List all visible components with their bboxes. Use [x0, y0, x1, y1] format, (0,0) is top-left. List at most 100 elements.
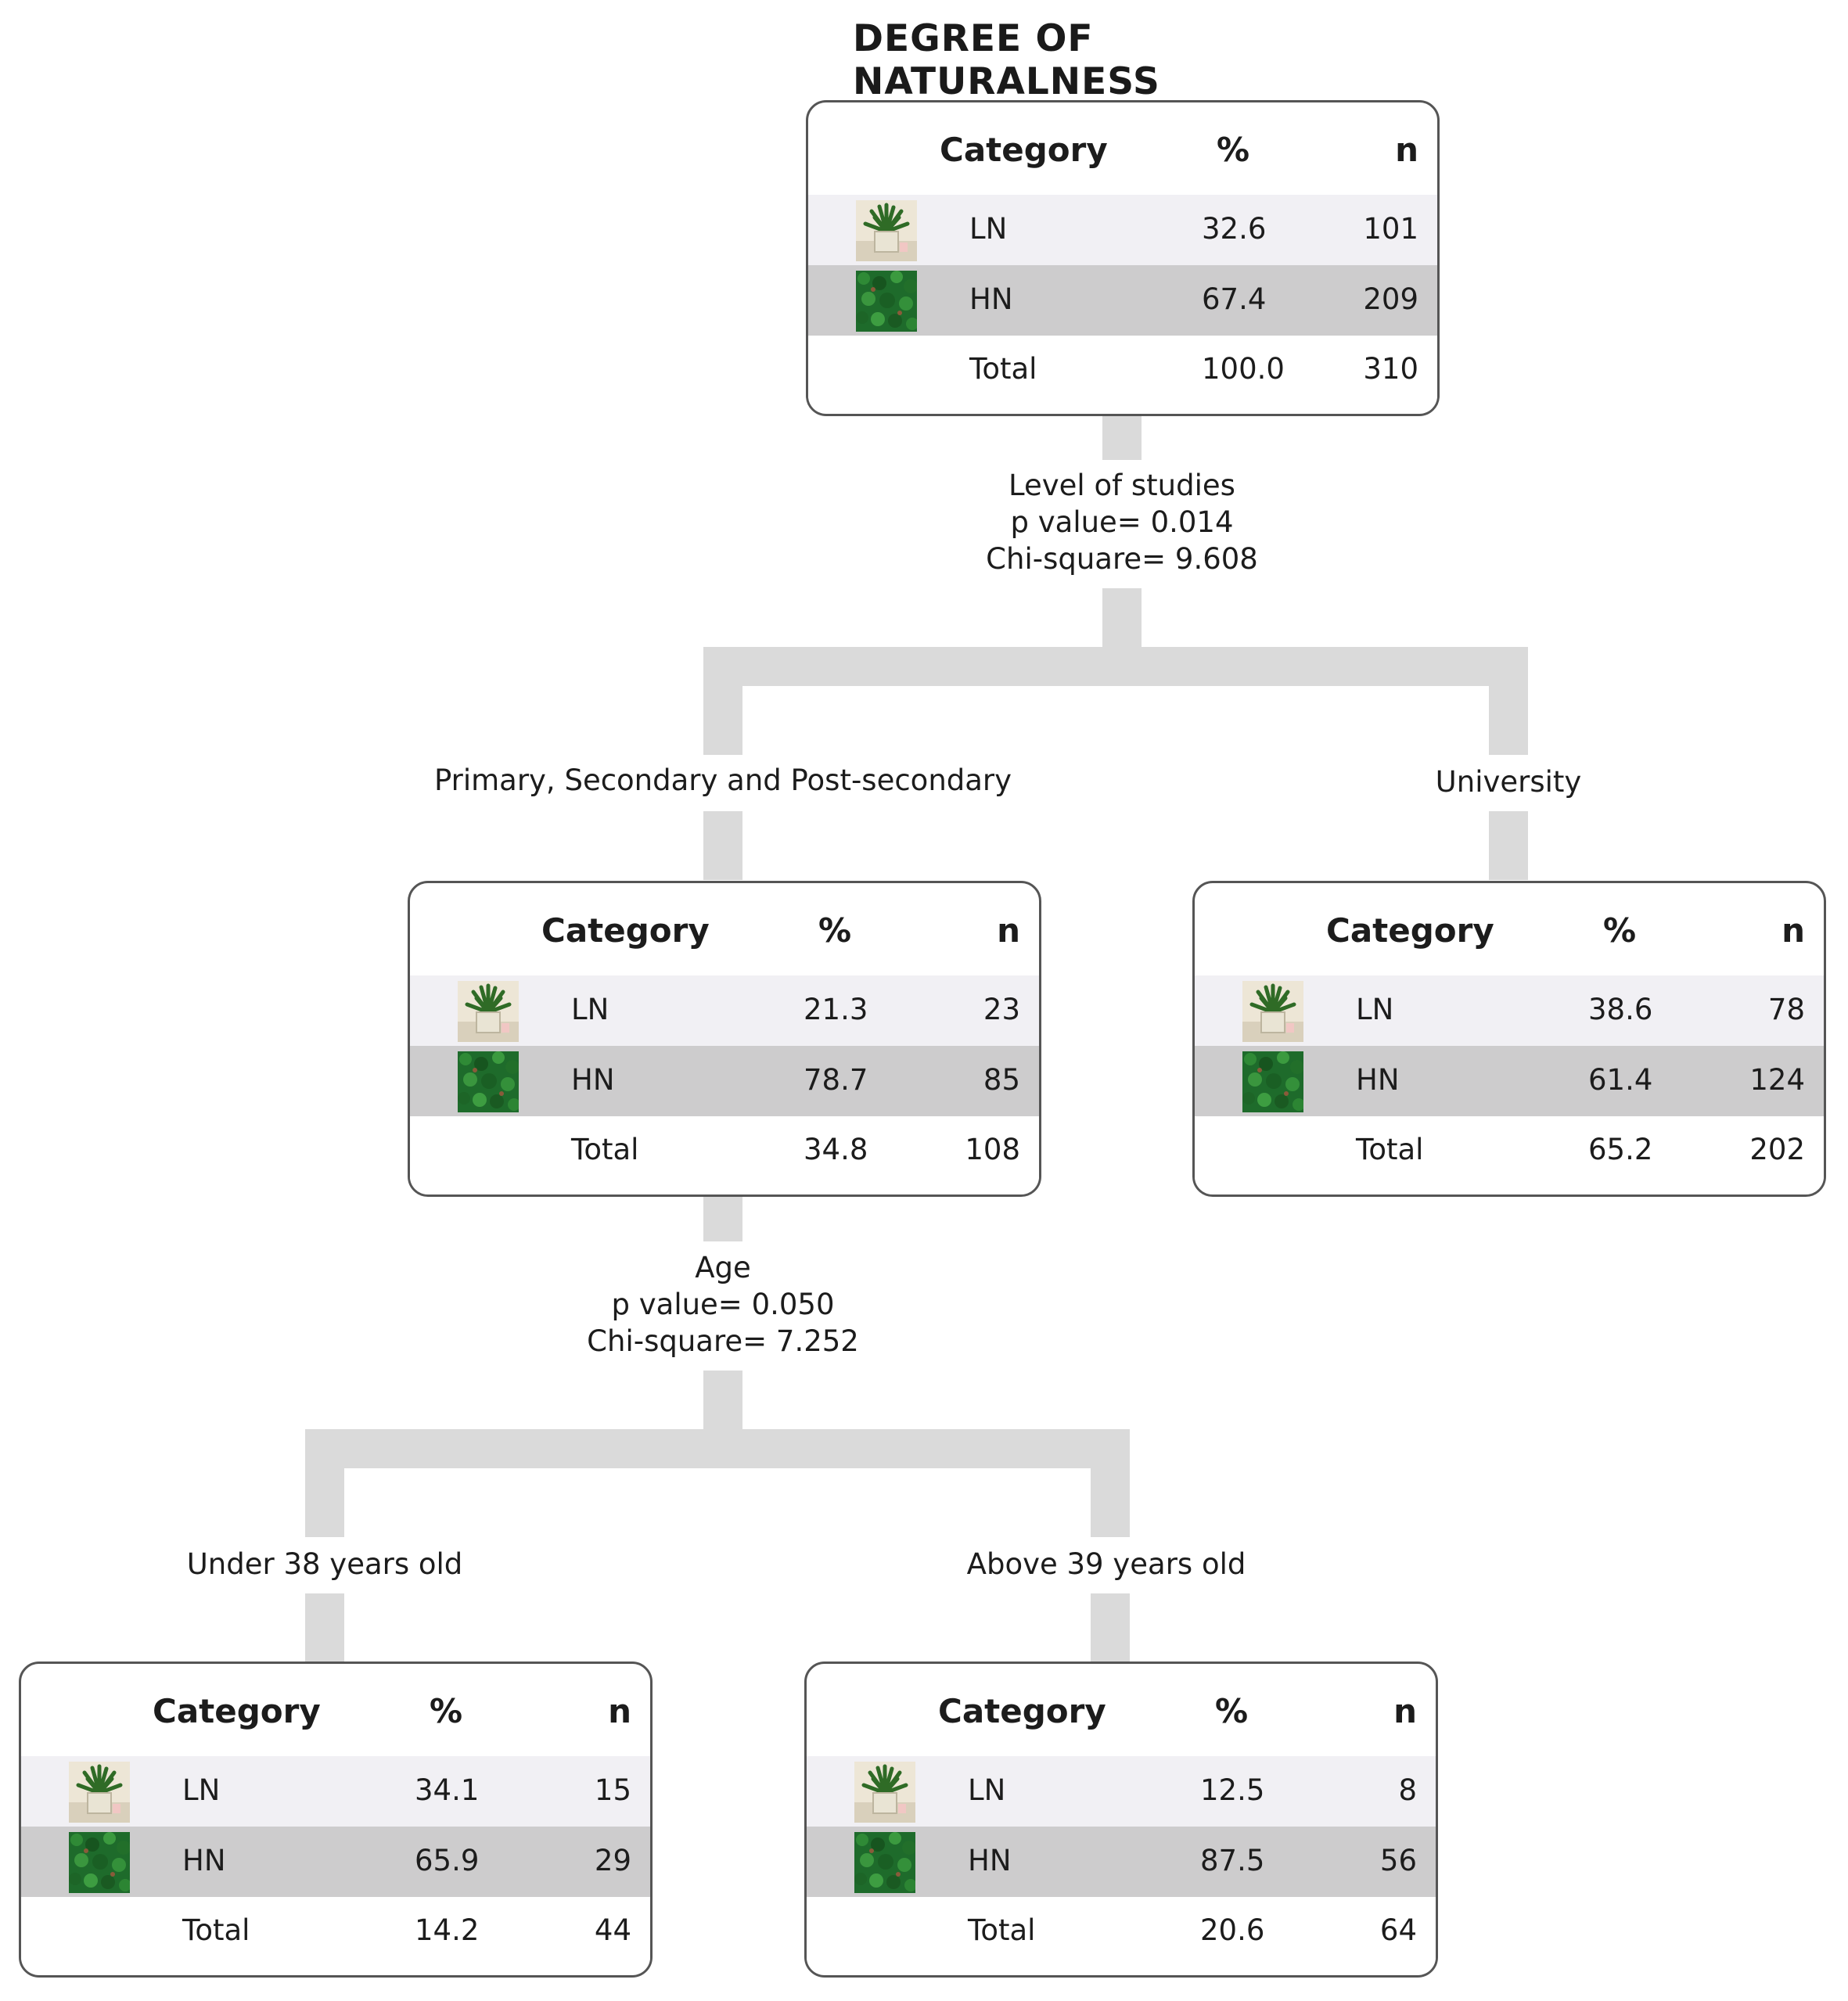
cell-percent: 78.7 — [804, 1063, 868, 1097]
cell-percent: 100.0 — [1202, 352, 1285, 386]
row-ln: LN 38.6 78 — [1195, 975, 1824, 1046]
row-total: Total 65.2 202 — [1195, 1122, 1824, 1192]
cell-n: 23 — [983, 993, 1020, 1026]
row-hn: HN 61.4 124 — [1195, 1046, 1824, 1116]
node-header: Category % n — [1195, 883, 1824, 975]
potted-plant-icon — [458, 981, 519, 1042]
cell-n: 8 — [1398, 1773, 1417, 1807]
header-category: Category — [153, 1692, 321, 1730]
node-above-39: Category % n LN 12.5 8 HN 87.5 56 Total … — [804, 1662, 1438, 1978]
cell-percent: 87.5 — [1200, 1844, 1265, 1877]
cell-percent: 65.2 — [1588, 1133, 1653, 1166]
cell-n: 209 — [1363, 282, 1418, 316]
node-header: Category % n — [410, 883, 1039, 975]
diagram-title: DEGREE OF NATURALNESS — [853, 17, 1160, 103]
cell-category: LN — [1356, 993, 1394, 1026]
cell-category: LN — [182, 1773, 221, 1807]
cell-percent: 67.4 — [1202, 282, 1267, 316]
header-n: n — [997, 911, 1020, 950]
cell-percent: 34.8 — [804, 1133, 868, 1166]
header-n: n — [1393, 1692, 1417, 1730]
cell-n: 202 — [1749, 1133, 1805, 1166]
cell-percent: 12.5 — [1200, 1773, 1265, 1807]
split-p-value: p value= 0.050 — [611, 1288, 835, 1321]
header-category: Category — [938, 1692, 1106, 1730]
row-total: Total 34.8 108 — [410, 1122, 1039, 1192]
potted-plant-icon — [856, 200, 917, 261]
split-level-of-studies: Level of studies p value= 0.014 Chi-squa… — [887, 467, 1357, 577]
cell-percent: 20.6 — [1200, 1913, 1265, 1947]
potted-plant-icon — [854, 1762, 915, 1823]
cell-n: 310 — [1363, 352, 1418, 386]
connector-above39-entry — [1091, 1593, 1130, 1662]
cell-n: 56 — [1379, 1844, 1417, 1877]
connector-age-right-drop — [1091, 1429, 1130, 1537]
cell-category: HN — [571, 1063, 615, 1097]
node-root: Category % n LN 32.6 101 HN 67.4 209 Tot… — [806, 100, 1440, 416]
node-university: Category % n LN 38.6 78 HN 61.4 124 Tota… — [1192, 881, 1826, 1197]
cell-percent: 14.2 — [415, 1913, 480, 1947]
green-wall-icon — [69, 1832, 130, 1893]
cell-n: 44 — [594, 1913, 631, 1947]
cell-category: LN — [968, 1773, 1006, 1807]
connector-primary-entry — [703, 811, 742, 880]
branch-label-university: University — [1435, 765, 1582, 799]
cell-percent: 61.4 — [1588, 1063, 1653, 1097]
row-ln: LN 34.1 15 — [21, 1756, 650, 1827]
green-wall-icon — [854, 1832, 915, 1893]
cell-percent: 34.1 — [415, 1773, 480, 1807]
green-wall-icon — [856, 271, 917, 332]
cell-percent: 38.6 — [1588, 993, 1653, 1026]
cell-n: 85 — [983, 1063, 1020, 1097]
connector-root-stem — [1102, 416, 1142, 460]
split-variable: Level of studies — [1008, 469, 1235, 502]
header-percent: % — [1215, 1692, 1249, 1730]
connector-primary-stem — [703, 1197, 742, 1241]
connector-age-horizontal — [305, 1429, 1130, 1468]
cell-n: 124 — [1749, 1063, 1805, 1097]
header-percent: % — [1603, 911, 1637, 950]
split-variable: Age — [695, 1251, 751, 1284]
cell-category: LN — [969, 212, 1008, 246]
node-header: Category % n — [808, 102, 1437, 195]
row-hn: HN 87.5 56 — [807, 1827, 1436, 1897]
cell-n: 78 — [1767, 993, 1805, 1026]
split-p-value: p value= 0.014 — [1010, 505, 1234, 539]
connector-level-right-drop — [1489, 647, 1528, 755]
branch-label-primary: Primary, Secondary and Post-secondary — [433, 763, 1012, 797]
cell-category: Total — [1356, 1133, 1424, 1166]
header-percent: % — [1217, 131, 1250, 169]
cell-percent: 32.6 — [1202, 212, 1267, 246]
connector-age-stem — [703, 1371, 742, 1429]
cell-category: HN — [969, 282, 1013, 316]
connector-age-left-drop — [305, 1429, 344, 1537]
branch-label-above39: Above 39 years old — [966, 1547, 1246, 1581]
row-total: Total 20.6 64 — [807, 1902, 1436, 1973]
cell-category: Total — [182, 1913, 250, 1947]
header-percent: % — [430, 1692, 463, 1730]
cell-category: HN — [1356, 1063, 1400, 1097]
connector-level-stem — [1102, 588, 1142, 647]
potted-plant-icon — [1242, 981, 1303, 1042]
connector-university-entry — [1489, 811, 1528, 880]
cell-category: LN — [571, 993, 609, 1026]
green-wall-icon — [458, 1051, 519, 1112]
header-category: Category — [940, 131, 1108, 169]
row-total: Total 14.2 44 — [21, 1902, 650, 1973]
row-ln: LN 12.5 8 — [807, 1756, 1436, 1827]
row-ln: LN 21.3 23 — [410, 975, 1039, 1046]
row-hn: HN 65.9 29 — [21, 1827, 650, 1897]
node-primary-secondary: Category % n LN 21.3 23 HN 78.7 85 Total… — [408, 881, 1041, 1197]
header-n: n — [1395, 131, 1418, 169]
cell-category: Total — [969, 352, 1037, 386]
header-category: Category — [541, 911, 710, 950]
potted-plant-icon — [69, 1762, 130, 1823]
header-category: Category — [1326, 911, 1494, 950]
cell-percent: 21.3 — [804, 993, 868, 1026]
row-hn: HN 78.7 85 — [410, 1046, 1039, 1116]
cell-percent: 65.9 — [415, 1844, 480, 1877]
cell-category: Total — [968, 1913, 1036, 1947]
split-age: Age p value= 0.050 Chi-square= 7.252 — [488, 1249, 958, 1360]
header-n: n — [608, 1692, 631, 1730]
